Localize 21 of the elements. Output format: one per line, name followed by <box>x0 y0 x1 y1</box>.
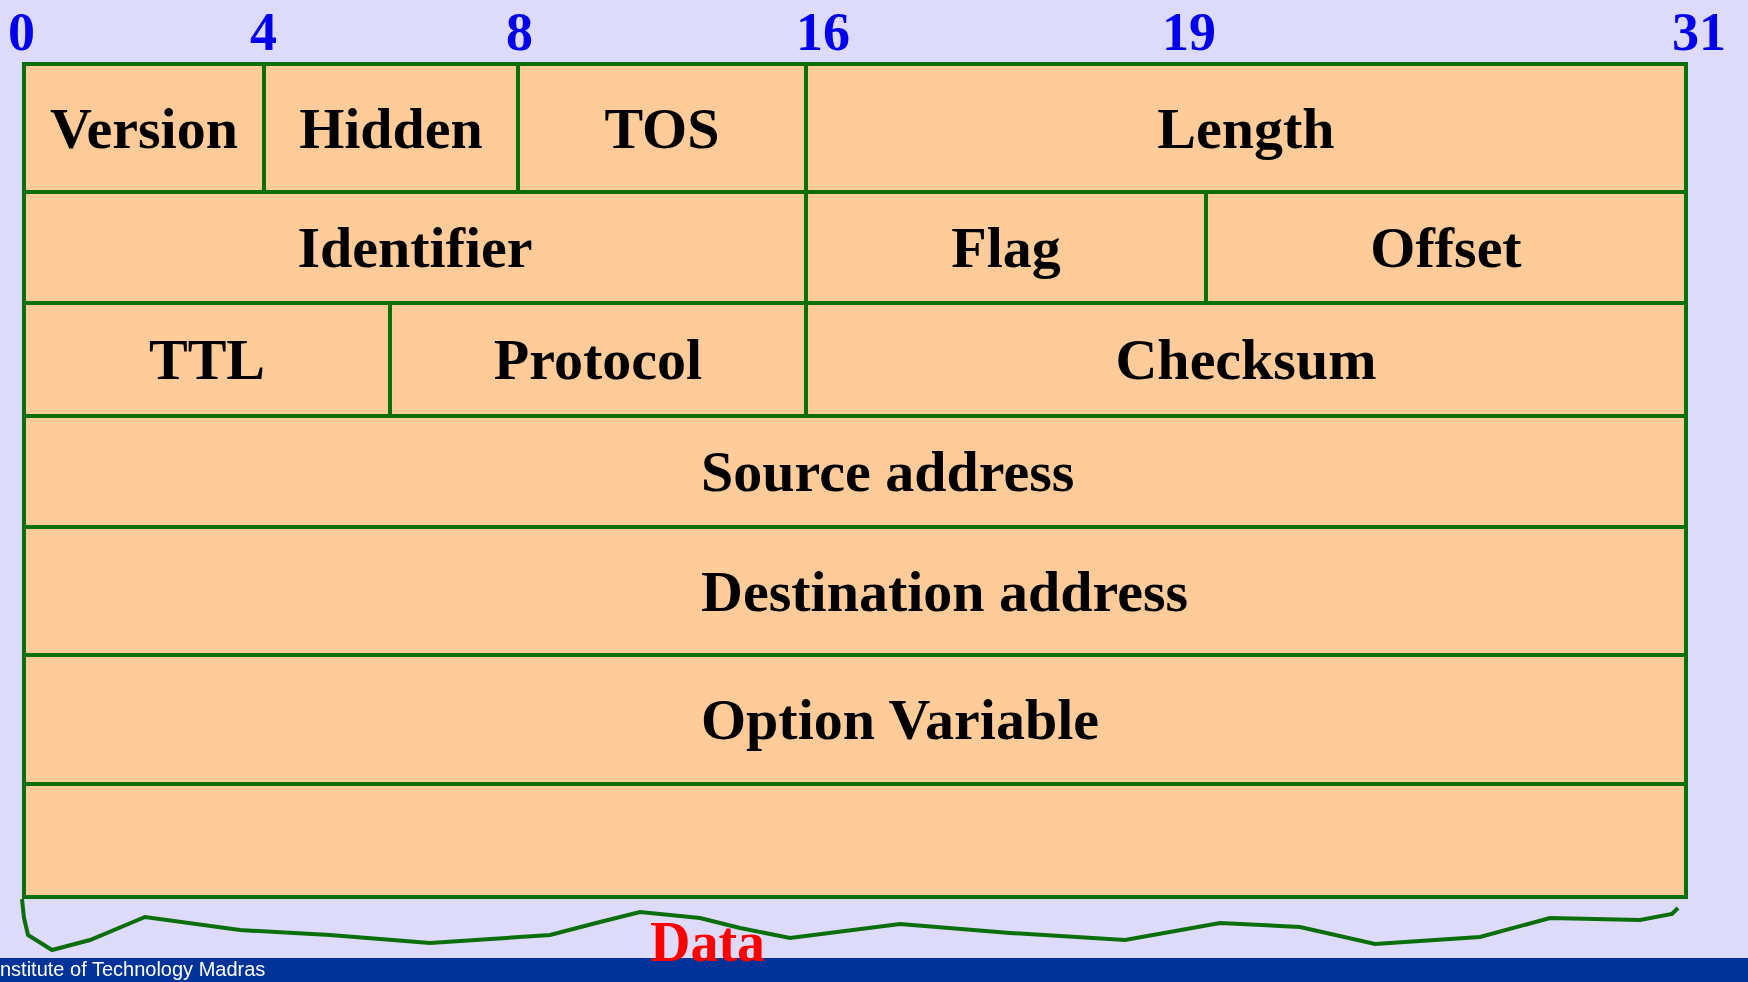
bit-number: 0 <box>8 1 35 64</box>
field-name: Checksum <box>1115 326 1377 393</box>
field-name: Hidden <box>299 94 483 162</box>
footer-text: nstitute of Technology Madras <box>0 959 266 979</box>
bit-number: 16 <box>796 1 850 64</box>
field-name: Offset <box>1370 214 1522 281</box>
field-name: Source address <box>701 438 1075 505</box>
field-name: Flag <box>951 214 1061 281</box>
field-name: TTL <box>148 326 266 393</box>
field-name: Protocol <box>493 326 703 393</box>
field-name: Identifier <box>297 214 533 281</box>
bit-number: 4 <box>250 1 277 64</box>
brace-label: Data <box>650 914 766 970</box>
bit-number: 31 <box>1672 1 1726 64</box>
field-name: Length <box>1157 94 1335 162</box>
field-name: TOS <box>604 94 720 162</box>
field-name: Option Variable <box>701 686 1100 753</box>
field-name: Destination address <box>701 557 1189 625</box>
bit-number: 8 <box>506 1 533 64</box>
field-name: Version <box>50 94 238 162</box>
bit-number: 19 <box>1162 1 1216 64</box>
